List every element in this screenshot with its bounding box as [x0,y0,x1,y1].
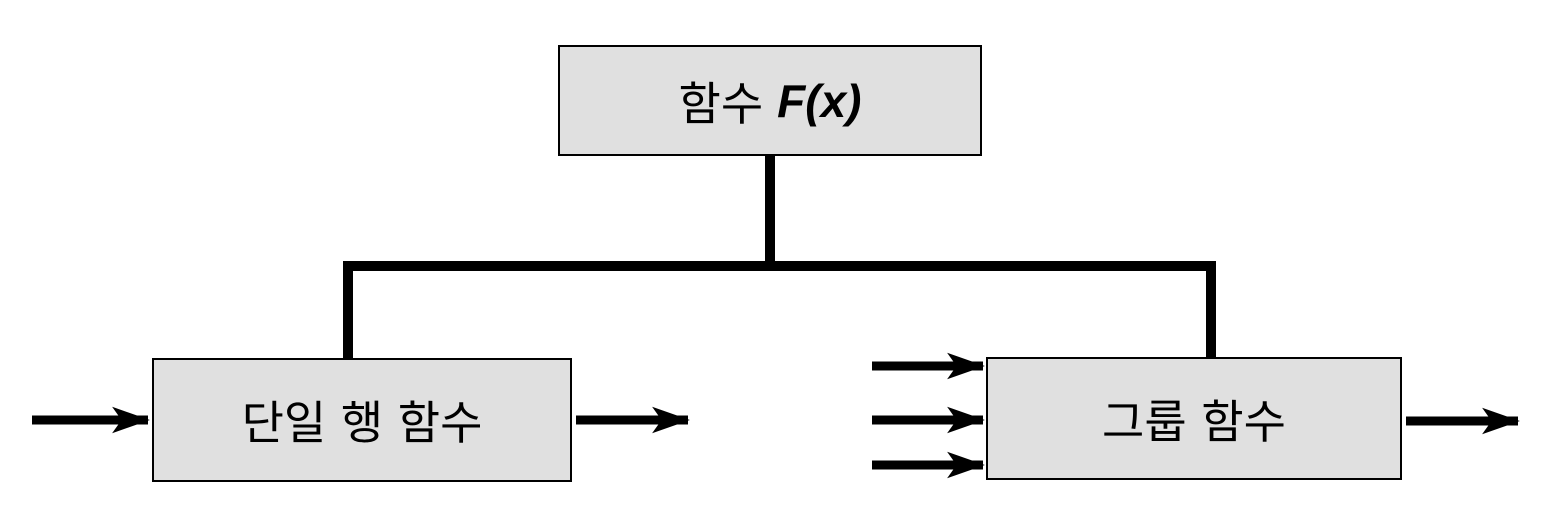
single-row-function-box: 단일 행 함수 [152,358,572,482]
single-row-function-label: 단일 행 함수 [241,396,483,450]
group-arrows [872,352,1520,479]
root-label: 함수 [678,76,764,131]
group-function-box: 그룹 함수 [986,357,1402,480]
tree-connectors [343,151,1216,363]
root-formula: F(x) [777,74,862,127]
function-root-box: 함수 F(x) [558,45,982,156]
group-function-label: 그룹 함수 [1102,394,1286,449]
